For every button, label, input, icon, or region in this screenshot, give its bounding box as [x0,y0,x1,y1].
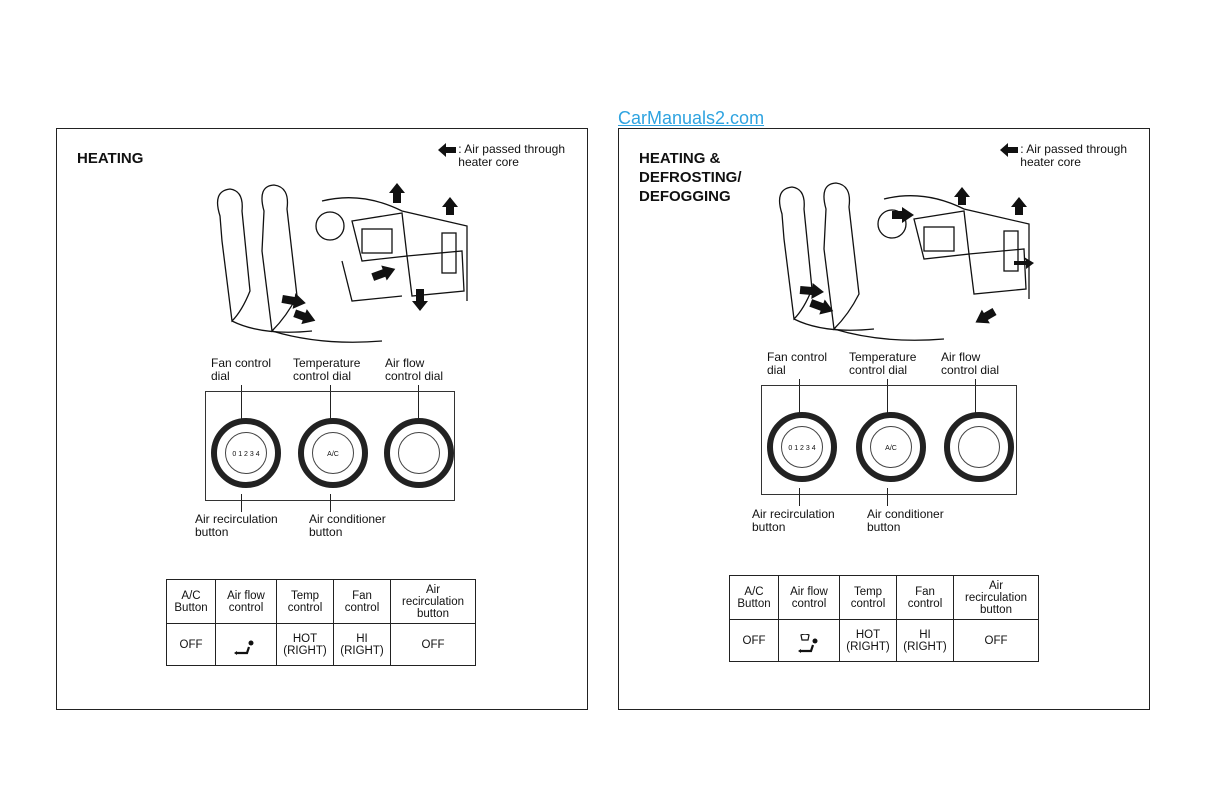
panel-title: HEATING & DEFROSTING/ DEFOGGING [639,150,742,205]
legend: : Air passed through heater core [1000,142,1127,169]
header-ac: A/C Button [729,575,779,620]
header-fan: Fan control [333,579,391,624]
header-ac: A/C Button [166,579,216,624]
ac-button[interactable]: A/C [870,426,912,468]
cabin-illustration [778,182,1034,341]
fan-scale: 0 1 2 3 4 [788,445,816,452]
fan-dial-label: Fan control dial [767,350,828,377]
temperature-control-dial[interactable]: A/C [298,418,368,488]
value-recirc: OFF [390,623,476,666]
legend-text: : Air passed through heater core [1020,142,1127,169]
value-fan: HI (RIGHT) [896,619,954,662]
fan-control-dial[interactable]: 0 1 2 3 4 [767,412,837,482]
heating-defrost-panel: HEATING & DEFROSTING/ DEFOGGING : Air pa… [618,128,1150,710]
watermark-link[interactable]: CarManuals2.com [618,108,765,128]
air-arrow-icon [1000,143,1019,157]
airflow-dial-label: Air flow control dial [385,356,444,383]
ac-button-label: A/C [885,445,897,452]
header-temp: Temp control [276,579,334,624]
header-airflow: Air flow control [778,575,840,620]
temp-dial-label: Temperature control dial [849,350,917,377]
temp-dial-label: Temperature control dial [293,356,361,383]
value-airflow [778,619,840,662]
foot-vent-icon [234,640,254,655]
settings-table: A/C Button Air flow control Temp control… [166,579,476,666]
airflow-control-dial[interactable] [944,412,1014,482]
header-airflow: Air flow control [215,579,277,624]
cabin-illustration [216,183,468,343]
legend-text: : Air passed through heater core [458,142,565,169]
value-ac: OFF [729,619,779,662]
ac-button-caption: Air conditioner button [309,512,386,539]
heating-panel: HEATING : Air passed through heater core [56,128,588,710]
air-arrow-icon [438,143,457,157]
value-temp: HOT (RIGHT) [839,619,897,662]
header-fan: Fan control [896,575,954,620]
header-recirc: Air recirculation button [390,579,476,624]
legend: : Air passed through heater core [438,142,565,169]
recirc-button-label: Air recirculation button [195,512,278,539]
value-temp: HOT (RIGHT) [276,623,334,666]
settings-table: A/C Button Air flow control Temp control… [729,575,1039,662]
fan-dial-label: Fan control dial [211,356,272,383]
value-recirc: OFF [953,619,1039,662]
airflow-dial-label: Air flow control dial [941,350,1000,377]
defrost-foot-vent-icon [798,633,818,653]
control-panel: 0 1 2 3 4 A/C [761,385,1017,495]
value-fan: HI (RIGHT) [333,623,391,666]
header-recirc: Air recirculation button [953,575,1039,620]
temperature-control-dial[interactable]: A/C [856,412,926,482]
fan-scale: 0 1 2 3 4 [232,451,260,458]
fan-control-dial[interactable]: 0 1 2 3 4 [211,418,281,488]
ac-button-label: A/C [327,451,339,458]
value-airflow [215,623,277,666]
value-ac: OFF [166,623,216,666]
header-temp: Temp control [839,575,897,620]
airflow-control-dial[interactable] [384,418,454,488]
ac-button-caption: Air conditioner button [867,507,944,534]
ac-button[interactable]: A/C [312,432,354,474]
control-panel: 0 1 2 3 4 A/C [205,391,455,501]
recirc-button-label: Air recirculation button [752,507,835,534]
panel-title: HEATING [77,150,144,167]
